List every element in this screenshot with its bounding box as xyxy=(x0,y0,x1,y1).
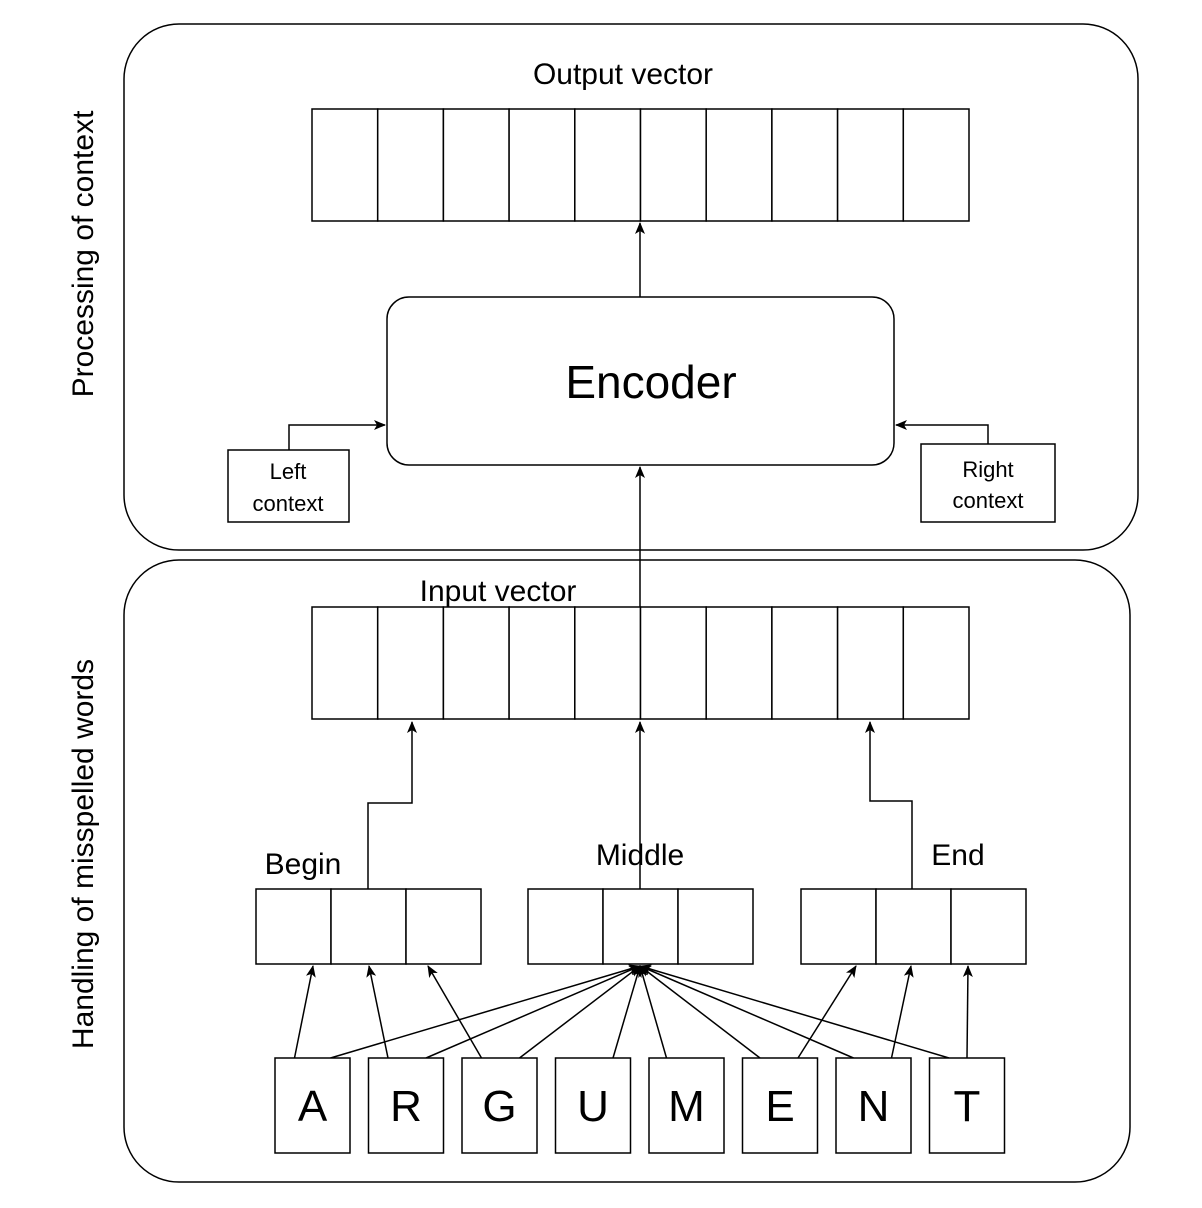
letter-to-middle-arrow xyxy=(519,965,641,1059)
letter-box xyxy=(648,1057,725,1154)
letter-to-middle-arrow xyxy=(639,965,854,1059)
output-vector-cell xyxy=(639,108,707,222)
output-vector-cell xyxy=(705,108,773,222)
begin-cell xyxy=(255,888,332,965)
begin-group xyxy=(255,888,482,965)
letter-to-middle-arrow xyxy=(639,965,761,1059)
input-vector-cell xyxy=(376,606,445,720)
output-vector-cell xyxy=(508,108,576,222)
letter-label: E xyxy=(765,1082,794,1131)
middle-cell xyxy=(677,888,754,965)
letter-label: A xyxy=(298,1082,328,1131)
input-vector-cell xyxy=(705,606,773,720)
middle-cell xyxy=(527,888,604,965)
left-context-box xyxy=(227,449,350,523)
letter-box xyxy=(554,1057,632,1154)
begin-cell xyxy=(330,888,407,965)
input-vector-cell xyxy=(508,606,576,720)
letter-label: U xyxy=(577,1082,609,1131)
input-vector-cell xyxy=(311,606,379,720)
letter-to-middle-arrow xyxy=(612,965,642,1059)
output-vector-label: Output vector xyxy=(533,58,713,91)
context-panel-label: Processing of context xyxy=(67,110,100,397)
begin-group-label: Begin xyxy=(265,848,342,881)
letter-box xyxy=(835,1057,912,1154)
letter-to-middle-arrow xyxy=(638,965,668,1059)
left-context-line2: context xyxy=(253,491,324,516)
end-to-input-arrow xyxy=(865,721,913,889)
letter-label: M xyxy=(668,1082,705,1131)
input-vector-cell xyxy=(639,606,707,720)
output-vector-cell xyxy=(902,108,970,222)
connectors xyxy=(288,222,989,1059)
input-vector-cell xyxy=(574,606,642,720)
end-group-label: End xyxy=(931,839,984,872)
end-cell xyxy=(800,888,877,965)
letter-to-begin-arrow xyxy=(293,965,316,1059)
letter-box xyxy=(461,1057,538,1154)
letter-box xyxy=(274,1057,351,1154)
letter-to-middle-arrow xyxy=(425,965,641,1059)
letter-label: T xyxy=(954,1082,981,1131)
letter-to-middle-arrow xyxy=(330,964,641,1059)
letter-to-end-arrow xyxy=(962,965,973,1059)
right-context-arrow xyxy=(895,420,989,444)
input-vector-cell xyxy=(836,606,905,720)
input-vector-cell xyxy=(771,606,839,720)
right-context-line2: context xyxy=(953,488,1024,513)
letter-label: N xyxy=(858,1082,890,1131)
right-context-box xyxy=(920,443,1056,523)
end-group xyxy=(800,888,1027,965)
middle-group xyxy=(527,888,754,965)
end-cell xyxy=(875,888,952,965)
letter-label: R xyxy=(390,1082,422,1131)
letter-label: G xyxy=(482,1082,516,1131)
encoder-label: Encoder xyxy=(565,356,736,408)
output-vector-cell xyxy=(771,108,839,222)
begin-cell xyxy=(405,888,482,965)
output-vector xyxy=(311,108,970,222)
middle-cell xyxy=(602,888,679,965)
output-vector-cell xyxy=(376,108,445,222)
letter-to-end-arrow xyxy=(890,965,914,1059)
begin-to-input-arrow xyxy=(367,721,417,889)
misspelled-panel-label: Handling of misspelled words xyxy=(67,659,100,1049)
output-vector-cell xyxy=(836,108,905,222)
letter-to-middle-arrow xyxy=(639,964,950,1059)
letter-box xyxy=(741,1057,819,1154)
letter-box xyxy=(928,1057,1006,1154)
output-vector-cell xyxy=(311,108,379,222)
input-vector-label: Input vector xyxy=(420,575,577,608)
input-vector-cell xyxy=(902,606,970,720)
end-cell xyxy=(950,888,1027,965)
letter-to-begin-arrow xyxy=(427,965,483,1059)
letter-to-begin-arrow xyxy=(366,965,389,1059)
letter-box xyxy=(367,1057,445,1154)
input-vector xyxy=(311,606,970,720)
letter-to-end-arrow xyxy=(797,965,857,1059)
left-context-line1: Left xyxy=(270,459,307,484)
right-context-line1: Right xyxy=(962,457,1013,482)
output-vector-cell xyxy=(442,108,510,222)
output-vector-cell xyxy=(574,108,642,222)
left-context-arrow xyxy=(288,420,386,450)
input-vector-cell xyxy=(442,606,510,720)
